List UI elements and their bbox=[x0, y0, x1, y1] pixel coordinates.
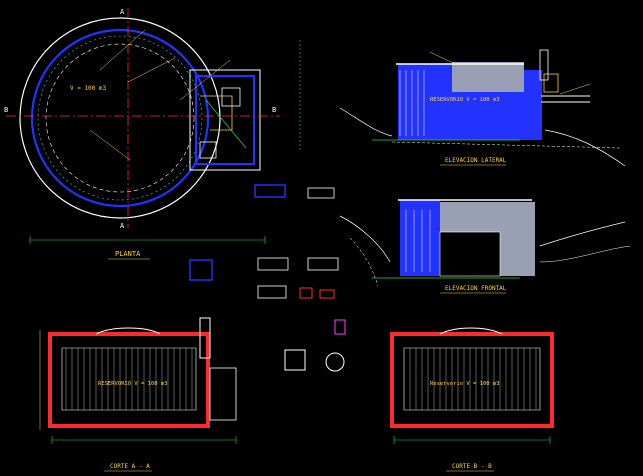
svg-text:A: A bbox=[120, 8, 125, 16]
plan-view: A A B B V = 100 m3 PLANTA bbox=[4, 8, 301, 260]
frontal-elevation-title: ELEVACION FRONTAL bbox=[445, 285, 507, 292]
plan-title: PLANTA bbox=[115, 250, 141, 258]
section-a-title: CORTE A - A bbox=[110, 463, 150, 470]
svg-text:B: B bbox=[4, 106, 8, 114]
svg-text:B: B bbox=[272, 106, 276, 114]
lateral-elevation-title: ELEVACION LATERAL bbox=[445, 157, 507, 164]
section-b-tank-label: Reservorio V = 100 m3 bbox=[430, 381, 500, 387]
svg-text:A: A bbox=[120, 222, 125, 230]
plan-volume-label: V = 100 m3 bbox=[70, 85, 107, 92]
detail-drawings bbox=[189, 184, 346, 372]
lateral-tank-label: RESERVORIO V = 100 m3 bbox=[430, 97, 500, 103]
frontal-elevation: ELEVACION FRONTAL bbox=[339, 199, 631, 294]
section-b-title: CORTE B - B bbox=[452, 463, 492, 470]
section-a-a: RESERVORIO V = 100 m3 CORTE A - A bbox=[39, 317, 237, 472]
section-b-b: Reservorio V = 100 m3 CORTE B - B bbox=[390, 327, 554, 472]
section-a-tank-label: RESERVORIO V = 100 m3 bbox=[98, 381, 168, 387]
lateral-elevation: RESERVORIO V = 100 m3 ELEVACION LATERAL bbox=[339, 49, 626, 167]
